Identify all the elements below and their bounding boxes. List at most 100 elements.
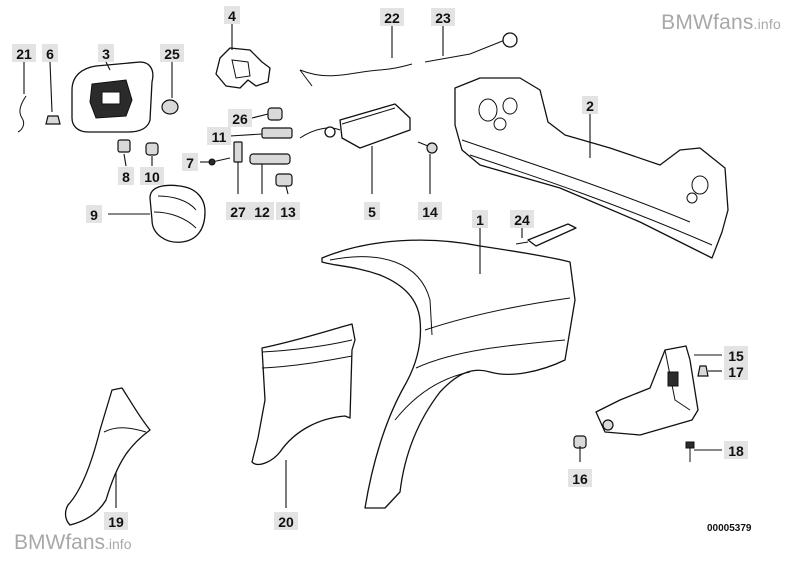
callout-box-27 xyxy=(226,202,250,220)
callout-box-12 xyxy=(250,202,274,220)
callout-17: 17 xyxy=(724,362,748,380)
callout-7: 7 xyxy=(182,153,198,171)
watermark-suffix: .info xyxy=(753,16,781,32)
diagram-number: 00005379 xyxy=(707,523,752,534)
callout-25: 25 xyxy=(160,44,184,62)
callout-label-5: 5 xyxy=(368,204,376,220)
callout-label-6: 6 xyxy=(46,46,54,62)
callout-box-2 xyxy=(582,96,598,114)
part-5-actuator xyxy=(299,103,411,149)
callout-box-1 xyxy=(472,210,488,228)
callout-11: 11 xyxy=(207,127,231,145)
callout-label-23: 23 xyxy=(435,10,451,26)
callout-box-13 xyxy=(276,202,300,220)
callout-label-26: 26 xyxy=(232,111,248,127)
callout-label-18: 18 xyxy=(728,443,744,459)
callout-14: 14 xyxy=(418,202,442,220)
part-20-wheelhouse xyxy=(251,323,356,466)
watermark-bottom-brand: BMWfans xyxy=(14,531,106,554)
callout-19: 19 xyxy=(104,512,128,530)
part-12-pin xyxy=(249,153,291,165)
callout-label-24: 24 xyxy=(514,212,530,228)
callout-label-13: 13 xyxy=(280,204,296,220)
callout-box-25 xyxy=(160,44,184,62)
callout-9: 9 xyxy=(86,205,102,223)
callout-5: 5 xyxy=(364,202,380,220)
part-17-clip xyxy=(697,365,709,377)
leader-lines xyxy=(23,24,722,508)
callout-label-12: 12 xyxy=(254,204,270,220)
callout-box-4 xyxy=(224,6,240,24)
callout-box-20 xyxy=(274,512,298,530)
callout-27: 27 xyxy=(226,202,250,220)
callout-label-3: 3 xyxy=(102,46,110,62)
callout-label-20: 20 xyxy=(278,514,294,530)
callout-label-11: 11 xyxy=(212,129,227,145)
callout-8: 8 xyxy=(118,167,134,185)
callout-13: 13 xyxy=(276,202,300,220)
callout-label-1: 1 xyxy=(476,212,484,228)
callout-box-22 xyxy=(380,8,404,26)
callout-label-14: 14 xyxy=(422,204,438,220)
callout-label-2: 2 xyxy=(586,98,594,114)
callout-label-19: 19 xyxy=(108,514,124,530)
part-6-grommet xyxy=(45,115,61,125)
part-13-sleeve xyxy=(275,173,293,187)
callout-18: 18 xyxy=(724,441,748,459)
part-9-rubber-boot xyxy=(149,184,206,243)
callout-box-21 xyxy=(12,44,36,62)
callout-box-23 xyxy=(431,8,455,26)
callout-label-9: 9 xyxy=(90,207,98,223)
callout-box-24 xyxy=(510,210,534,228)
watermark-top: BMWfans.info xyxy=(661,11,781,35)
callout-2: 2 xyxy=(582,96,598,114)
watermark-brand: BMWfans xyxy=(661,11,754,34)
part-11-bracket xyxy=(261,127,293,139)
callout-label-25: 25 xyxy=(164,46,180,62)
callout-22: 22 xyxy=(380,8,404,26)
callout-box-9 xyxy=(86,205,102,223)
callout-box-6 xyxy=(42,44,58,62)
callout-4: 4 xyxy=(224,6,240,24)
part-2-rear-panel xyxy=(454,77,729,259)
callout-16: 16 xyxy=(568,469,592,487)
part-21-spring-clip xyxy=(17,95,27,133)
callout-10: 10 xyxy=(140,167,164,185)
callout-label-4: 4 xyxy=(228,8,236,24)
part-25-cap xyxy=(161,99,179,115)
part-3-filler-housing xyxy=(71,61,154,133)
callout-label-10: 10 xyxy=(144,169,160,185)
callout-box-17 xyxy=(724,362,748,380)
callout-label-27: 27 xyxy=(230,204,246,220)
callout-label-8: 8 xyxy=(122,169,130,185)
part-7-screw xyxy=(208,157,231,166)
callout-label-7: 7 xyxy=(186,155,194,171)
callout-label-16: 16 xyxy=(572,471,588,487)
callout-12: 12 xyxy=(250,202,274,220)
part-1-side-panel xyxy=(321,239,576,509)
callout-label-17: 17 xyxy=(728,364,744,380)
part-23-cable xyxy=(424,32,518,63)
callout-box-14 xyxy=(418,202,442,220)
part-26-plug xyxy=(267,107,283,121)
callout-box-8 xyxy=(118,167,134,185)
part-18-screw xyxy=(685,441,695,462)
callout-21: 21 xyxy=(12,44,36,62)
callout-1: 1 xyxy=(472,210,488,228)
part-24-guide xyxy=(515,223,577,247)
callout-label-22: 22 xyxy=(384,10,400,26)
callout-3: 3 xyxy=(98,44,114,62)
callout-box-16 xyxy=(568,469,592,487)
callout-23: 23 xyxy=(431,8,455,26)
part-19-arch-panel xyxy=(64,387,151,526)
callout-box-19 xyxy=(104,512,128,530)
callout-box-11 xyxy=(207,127,231,145)
part-27-clip xyxy=(233,141,243,163)
part-22-cable xyxy=(299,63,413,87)
callout-box-5 xyxy=(364,202,380,220)
callout-box-10 xyxy=(140,167,164,185)
callout-box-3 xyxy=(98,44,114,62)
callout-box-15 xyxy=(724,346,748,364)
part-14-bolt xyxy=(417,141,438,154)
